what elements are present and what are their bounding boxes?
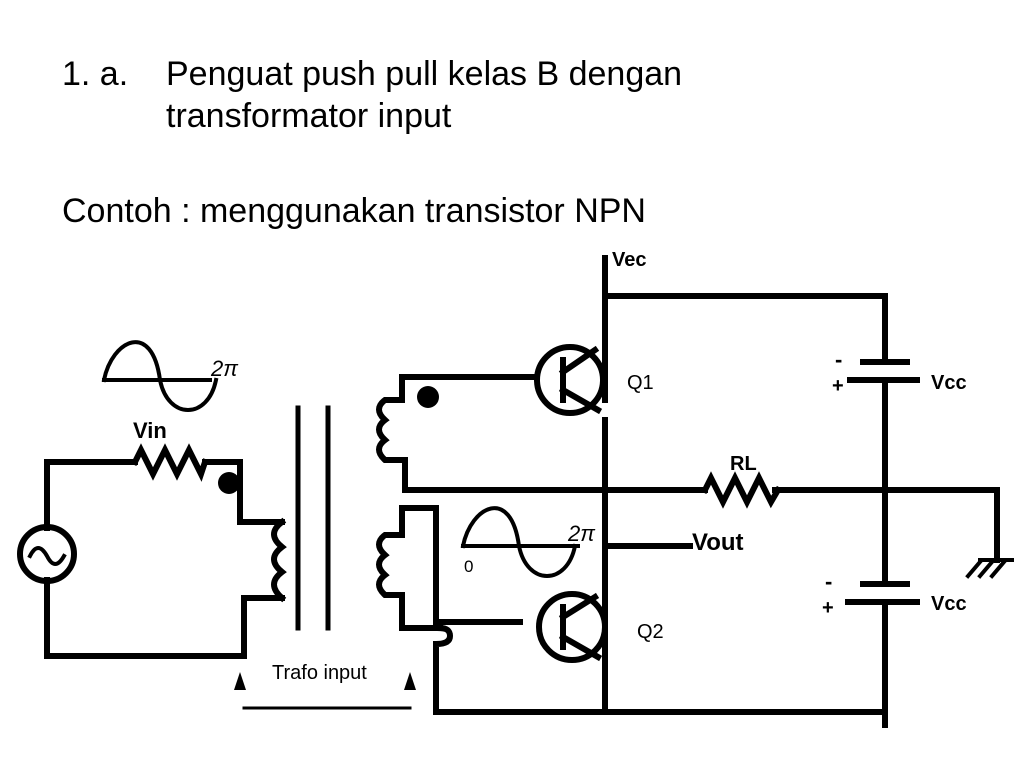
q1-body xyxy=(534,344,606,416)
minus-top-label: - xyxy=(835,347,842,372)
q1-label: Q1 xyxy=(627,372,654,394)
center-tap-wire xyxy=(402,487,1000,563)
secondary-coil-upper xyxy=(376,374,538,493)
vcc-bottom-label: Vcc xyxy=(931,593,967,615)
slide-title: Penguat push pull kelas B dengan transfo… xyxy=(166,55,683,135)
arrow-left-icon xyxy=(234,672,246,690)
q1-leads xyxy=(558,297,608,415)
vcc-top-label: Vcc xyxy=(931,372,967,394)
minus-bottom-label: - xyxy=(825,569,832,594)
rl-resistor xyxy=(700,471,783,509)
vec-label: Vec xyxy=(612,249,646,271)
output-sinewave xyxy=(460,506,580,578)
primary-coil xyxy=(271,517,287,603)
trafo-label: Trafo input xyxy=(272,662,367,684)
ac-source-wave xyxy=(27,546,67,566)
two-pi-output-label: 2π xyxy=(567,521,596,546)
top-rail xyxy=(602,255,888,587)
two-pi-input-label: 2π xyxy=(210,356,239,381)
q2-body xyxy=(536,591,608,663)
input-sinewave xyxy=(101,340,219,412)
input-loop-wire xyxy=(44,459,285,659)
vin-label: Vin xyxy=(133,418,167,443)
battery-bottom xyxy=(845,581,920,728)
zero-label: 0 xyxy=(464,557,473,576)
rl-label: RL xyxy=(730,453,757,475)
plus-bottom-label: + xyxy=(822,597,834,619)
vout-label: Vout xyxy=(692,529,744,556)
arrow-right-icon xyxy=(404,672,416,690)
q2-leads xyxy=(558,417,608,715)
slide-number: 1. a. xyxy=(62,55,129,93)
q2-label: Q2 xyxy=(637,621,664,643)
transformer-core xyxy=(295,405,331,631)
ac-source xyxy=(17,524,77,584)
example-text: Contoh : menggunakan transistor NPN xyxy=(62,192,646,230)
secondary-coil-lower xyxy=(376,505,523,631)
vin-resistor xyxy=(130,443,209,482)
ground-symbol xyxy=(965,558,1014,579)
plus-top-label: + xyxy=(832,375,844,397)
polarity-dot-upper xyxy=(417,386,439,408)
bottom-rail xyxy=(433,624,888,715)
battery-top xyxy=(847,359,920,383)
polarity-dot-primary xyxy=(218,472,240,494)
